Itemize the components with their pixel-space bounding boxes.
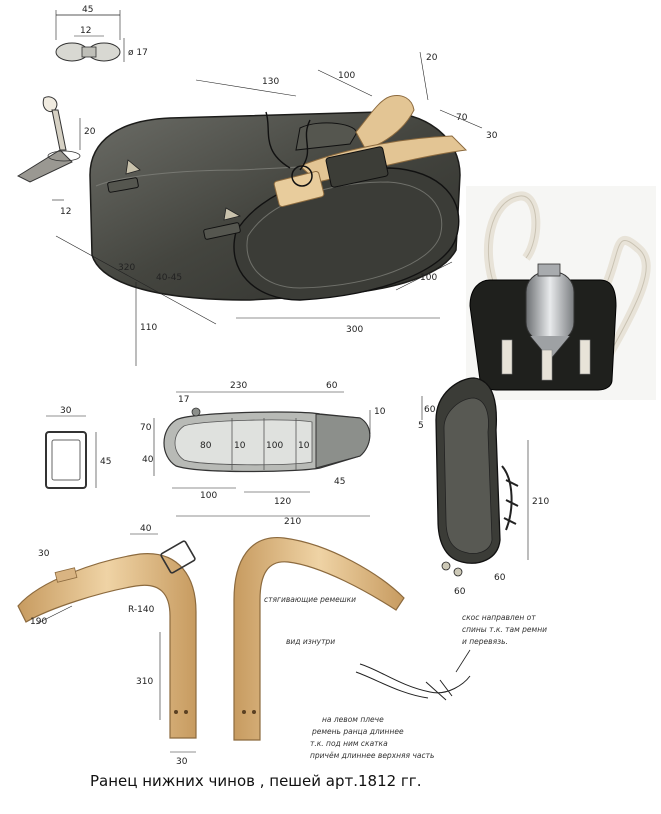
dim-peg-width: 12 (60, 207, 71, 217)
peg-detail: 20 12 (16, 96, 96, 217)
dim-length-320: 320 (118, 263, 135, 273)
dim-bottom-210: 210 (284, 517, 301, 527)
note-shoulder-3: т.к. под ним скатка (310, 739, 388, 748)
dim-inner-10b: 10 (298, 441, 310, 451)
dim-left-70: 70 (140, 423, 152, 433)
dim-button-diameter: ø 17 (128, 48, 148, 58)
note-bevel-2: спины т.к. там ремни (462, 625, 547, 634)
dim-right-10: 10 (374, 407, 386, 417)
dim-side-top-60: 60 (424, 405, 436, 415)
knapsack-main-view: 130 100 20 70 30 320 40-45 110 300 100 (55, 51, 498, 366)
buckle-detail: 30 45 (45, 406, 111, 489)
dim-buckle-30: 30 (60, 406, 72, 416)
dim-bottom-45: 45 (334, 477, 345, 487)
dim-top-230: 230 (230, 381, 247, 391)
dim-strap-30: 30 (486, 131, 498, 141)
dim-bottom-120: 120 (274, 497, 291, 507)
note-ties: стягивающие ремешки (264, 595, 356, 604)
dim-strap-70: 70 (456, 113, 468, 123)
dim-button-inner: 12 (80, 26, 91, 36)
dim-width-130: 130 (262, 77, 279, 87)
dim-left-17: 17 (178, 395, 189, 405)
dim-width-100: 100 (338, 71, 355, 81)
dim-strap-left-30: 30 (38, 549, 50, 559)
dim-length-300: 300 (346, 325, 363, 335)
dim-bottom-100: 100 (200, 491, 217, 501)
dim-side-height-210: 210 (532, 497, 549, 507)
note-shoulder-2: ремень ранца длиннее (311, 727, 404, 736)
dim-inner-80: 80 (200, 441, 212, 451)
button-detail: 45 12 ø 17 (55, 5, 148, 62)
dim-inner-10: 10 (234, 441, 246, 451)
dim-side-left-5: 5 (418, 421, 424, 431)
bevel-note: скос направлен от спины т.к. там ремни и… (355, 613, 547, 701)
dim-peg-height: 20 (84, 127, 96, 137)
note-bevel-3: и перевязь. (462, 637, 508, 646)
photo-inset (466, 186, 656, 400)
dim-side-bottom-60b: 60 (494, 573, 506, 583)
note-shoulder-4: причём длиннее верхняя часть (310, 751, 434, 760)
dim-top-60: 60 (326, 381, 338, 391)
note-bevel-1: скос направлен от (462, 613, 536, 622)
dim-strap-bottom-30: 30 (176, 757, 188, 767)
section-view: 230 60 17 70 40 80 10 100 10 10 100 120 … (140, 381, 386, 527)
shoulder-straps: 40 30 190 R-140 310 30 стягивающие ремеш… (17, 524, 434, 767)
dim-side-bottom-60a: 60 (454, 587, 466, 597)
dim-height-110: 110 (140, 323, 157, 333)
dim-strap-length-310: 310 (136, 677, 153, 687)
dim-strap-left-190: 190 (30, 617, 47, 627)
dim-inner-100: 100 (266, 441, 283, 451)
side-view: 60 5 210 60 60 (418, 377, 549, 597)
dim-button-width: 45 (82, 5, 93, 15)
page-caption: Ранец нижних чинов , пешей арт.1812 гг. (90, 772, 422, 790)
dim-strap-radius: R-140 (128, 605, 155, 615)
note-shoulder-1: на левом плече (322, 715, 384, 724)
dim-loop-40-45: 40-45 (156, 273, 182, 283)
dim-strap-top-40: 40 (140, 524, 152, 534)
dim-strap-20: 20 (426, 53, 438, 63)
note-inside: вид изнутри (286, 637, 335, 646)
dim-buckle-45: 45 (100, 457, 111, 467)
dim-left-40: 40 (142, 455, 154, 465)
dim-depth-100: 100 (420, 273, 437, 283)
